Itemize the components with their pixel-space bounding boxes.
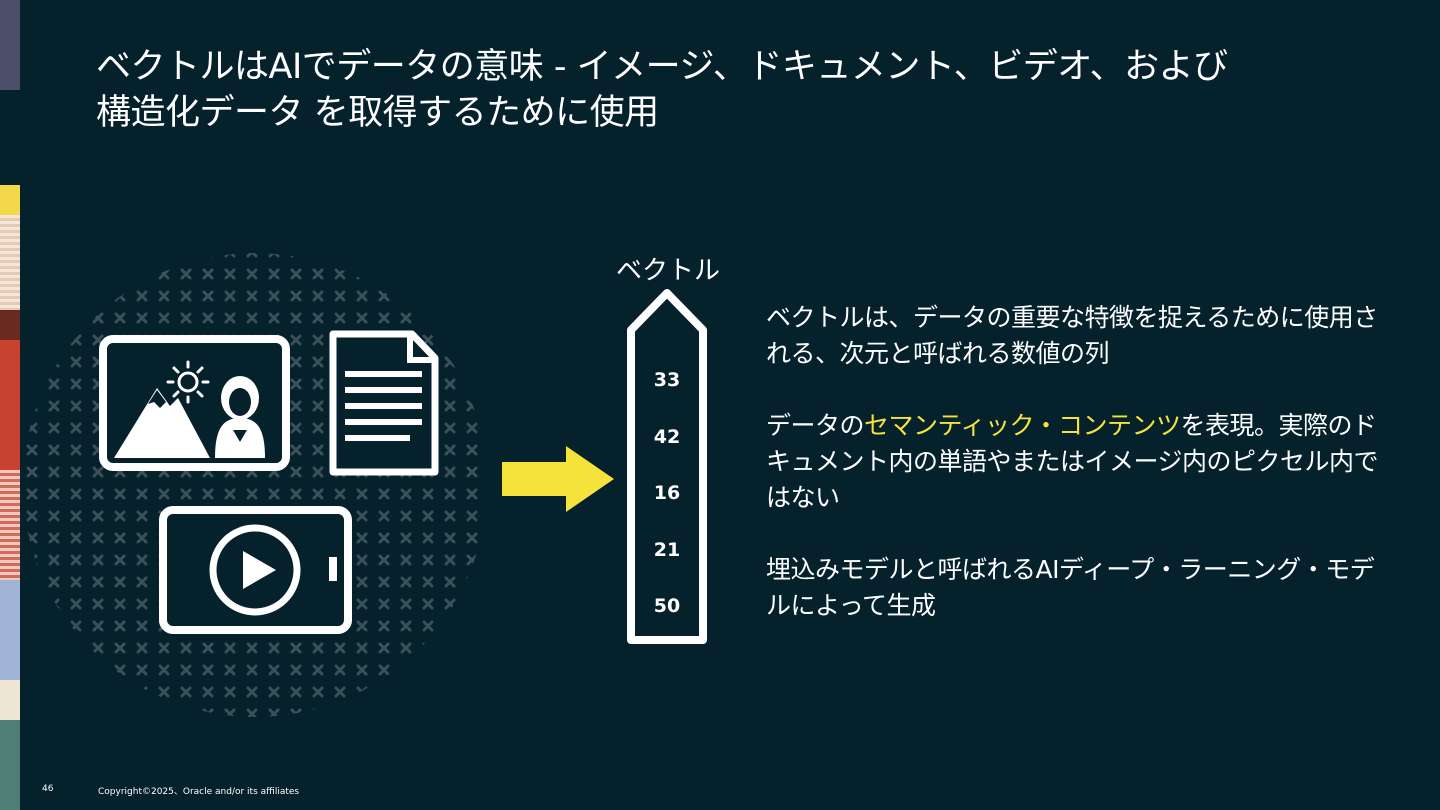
vector-value: 33 bbox=[653, 369, 681, 391]
pattern-background-circle bbox=[23, 253, 487, 717]
vector-label: ベクトル bbox=[615, 256, 720, 286]
document-icon bbox=[329, 330, 439, 476]
slide-title: ベクトルはAIでデータの意味 - イメージ、ドキュメント、ビデオ、および 構造化… bbox=[96, 44, 1336, 136]
decorative-edge-strip bbox=[0, 0, 20, 810]
slide-title-line-1: ベクトルはAIでデータの意味 - イメージ、ドキュメント、ビデオ、および bbox=[96, 47, 1228, 87]
page-number: 46 bbox=[42, 784, 54, 794]
image-with-person-icon bbox=[99, 335, 290, 471]
highlighted-term: セマンティック・コンテンツ bbox=[864, 411, 1181, 440]
description-paragraph-3: 埋込みモデルと呼ばれるAIディープ・ラーニング・モデルによって生成 bbox=[766, 555, 1375, 620]
slide-title-line-2: 構造化データ を取得するために使用 bbox=[96, 93, 659, 133]
vector-value: 21 bbox=[653, 538, 681, 561]
vector-column-shape bbox=[627, 289, 707, 644]
description-text: データの bbox=[766, 411, 865, 440]
right-arrow-icon bbox=[502, 446, 614, 512]
copyright-notice: Copyright©2025、Oracle and/or its affilia… bbox=[98, 787, 300, 797]
description-paragraph-1: ベクトルは、データの重要な特徴を捉えるために使用される、次元と呼ばれる数値の列 bbox=[766, 303, 1378, 368]
video-player-icon bbox=[159, 506, 352, 634]
vector-values: 33 42 16 21 50 bbox=[636, 352, 698, 635]
description-text: を表現。実際のドキュメント内の単語やまたはイメージ内のピクセル内ではない bbox=[766, 411, 1379, 512]
description-paragraph-2: データのセマンティック・コンテンツを表現。実際のドキュメント内の単語やまたはイメ… bbox=[766, 408, 1386, 516]
vector-value: 16 bbox=[653, 482, 681, 504]
vector-value: 42 bbox=[653, 425, 681, 448]
vector-value: 50 bbox=[653, 595, 681, 617]
description-block: ベクトルは、データの重要な特徴を捉えるために使用される、次元と呼ばれる数値の列 … bbox=[766, 300, 1386, 660]
